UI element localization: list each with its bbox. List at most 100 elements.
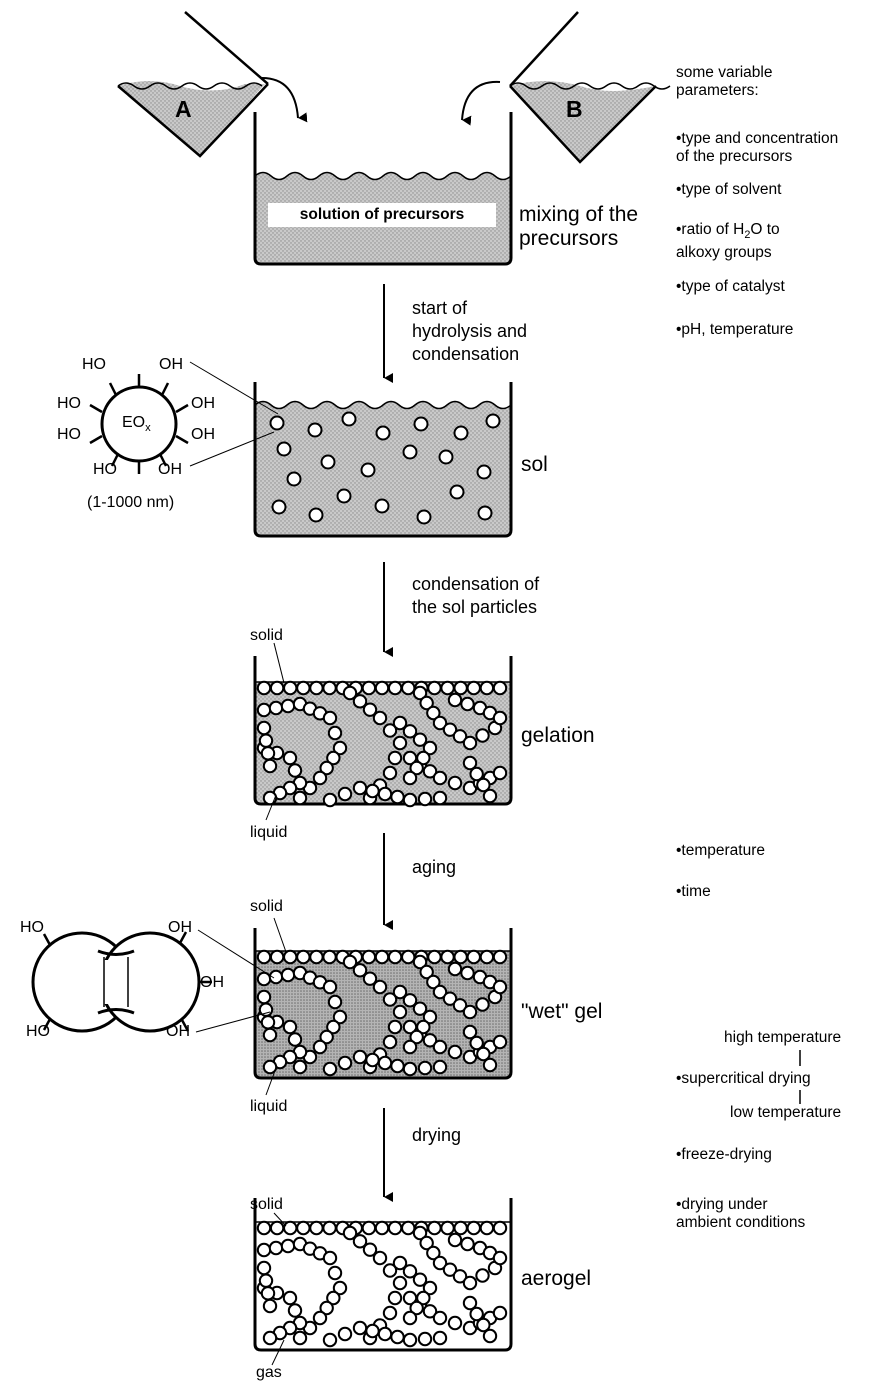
aerogel-particle — [309, 1220, 324, 1236]
wet-gel-particle — [492, 1034, 508, 1050]
wet-gel-particle — [416, 1019, 431, 1035]
param-h2o-ratio: •ratio of H2O to alkoxy groups — [676, 221, 780, 262]
gel-particle — [475, 728, 490, 743]
wet-gel-particle — [260, 1015, 276, 1030]
gel-particle — [492, 710, 508, 726]
aerogel-particle — [466, 1220, 481, 1236]
wet-gel-particle — [382, 992, 398, 1007]
gel-particle — [262, 758, 278, 774]
aerogel-particle — [442, 1262, 458, 1277]
gel-particle — [372, 710, 388, 726]
wet-gel-particle — [409, 1029, 424, 1045]
aerogel-particle — [432, 1310, 448, 1326]
gel-particle — [319, 760, 334, 776]
aerogel-particle — [402, 1332, 418, 1348]
sol-particle — [276, 441, 292, 457]
aerogel-particle — [462, 1295, 478, 1311]
gel-particle — [327, 725, 343, 741]
wet-gel-particle — [402, 1039, 418, 1055]
oh-bottom-right: OH — [158, 461, 182, 478]
aerogel-particle — [372, 1250, 388, 1266]
dimer-oh-mid: OH — [200, 974, 224, 991]
gel-particle — [419, 695, 434, 711]
wet-gel-particle — [427, 949, 442, 965]
aerogel-particle — [326, 1290, 341, 1306]
gel-particle — [412, 685, 428, 701]
step-drying: drying — [412, 1125, 462, 1145]
wet-gel-particle — [460, 965, 475, 981]
sol-particle — [375, 425, 391, 441]
gel-particle — [462, 755, 478, 771]
wet-gel-particle — [422, 1033, 438, 1048]
oh-top-right: OH — [159, 356, 183, 373]
sol-particles — [269, 411, 501, 525]
sol-particle — [402, 444, 418, 460]
gel-particle — [417, 791, 433, 807]
wet-gel-particle — [309, 949, 324, 965]
aerogel-particle — [479, 1220, 495, 1236]
h2o-subscript: 2 — [744, 229, 751, 242]
beaker-aerogel — [253, 1198, 513, 1366]
aerogel-particle — [258, 1273, 274, 1288]
aerogel-particle — [332, 1280, 348, 1296]
sol-particle — [336, 488, 352, 504]
wet-gel-particle — [476, 1046, 491, 1062]
aerogel-particle — [312, 1310, 328, 1326]
eo-subscript: x — [145, 422, 151, 435]
wet-gel-particle — [361, 949, 377, 965]
gel-particle — [479, 680, 495, 696]
step-aging: aging — [412, 857, 457, 877]
aerogel-particle — [492, 1305, 508, 1321]
wet-gel-particle — [419, 964, 434, 980]
aerogel-particle — [374, 1220, 390, 1236]
dimer-ho-bottom: HO — [26, 1023, 50, 1040]
gel-particle — [402, 792, 418, 808]
wetgel-liquid-label: liquid — [250, 1098, 288, 1115]
wet-gel-particle — [392, 1004, 408, 1020]
pour-arrow-a — [261, 77, 308, 123]
aerogel-particle — [462, 1275, 478, 1291]
gel-particle — [402, 770, 418, 786]
wet-gel-particle — [365, 1052, 380, 1068]
gel-particle — [392, 735, 408, 751]
aerogel-particle — [412, 1225, 428, 1241]
particle-size: (1-1000 nm) — [87, 494, 175, 511]
aerogel-particle — [409, 1300, 424, 1316]
stage-sol: sol — [521, 453, 548, 476]
gel-particle — [460, 696, 475, 712]
gel-particle — [469, 766, 484, 782]
aerogel-particle — [322, 1250, 338, 1266]
aerogel-particle — [432, 1330, 448, 1346]
gel-particle — [256, 702, 272, 718]
step-condensation: condensation of the sol particles — [412, 574, 540, 617]
gel-particle — [462, 735, 478, 751]
aerogel-particle — [362, 1242, 378, 1257]
dimer-particle-detail — [31, 929, 275, 1033]
gel-particle — [283, 680, 298, 696]
gel-particle — [287, 763, 303, 778]
aerogel-particle — [492, 1220, 508, 1236]
aerogel-particle — [392, 1275, 408, 1291]
wet-gel-particle — [256, 949, 272, 965]
wet-gel-particle — [462, 1024, 478, 1040]
aerogel-particle — [287, 1303, 303, 1318]
aerogel-particle — [387, 1220, 403, 1236]
beaker-gelation — [253, 642, 513, 821]
aerogel-particle — [387, 1290, 403, 1306]
sol-particle — [320, 454, 336, 470]
gel-particle — [342, 685, 358, 701]
gel-particle — [432, 790, 448, 806]
aerogel-particle — [296, 1220, 311, 1236]
wet-gel-particle — [469, 1035, 484, 1051]
aerogel-particle — [262, 1330, 278, 1346]
beaker-mixing — [253, 112, 513, 266]
aerogel-particle — [482, 1328, 498, 1344]
wet-gel-particle — [492, 949, 508, 965]
sol-particle — [477, 505, 493, 521]
gel-particle — [426, 705, 441, 721]
precursor-b-label: B — [566, 96, 583, 122]
gel-particle — [390, 789, 405, 805]
step-hydrolysis: start of hydrolysis and condensation — [412, 298, 528, 364]
oh-left-1: HO — [57, 395, 81, 412]
aerogel-particle — [292, 1330, 308, 1346]
